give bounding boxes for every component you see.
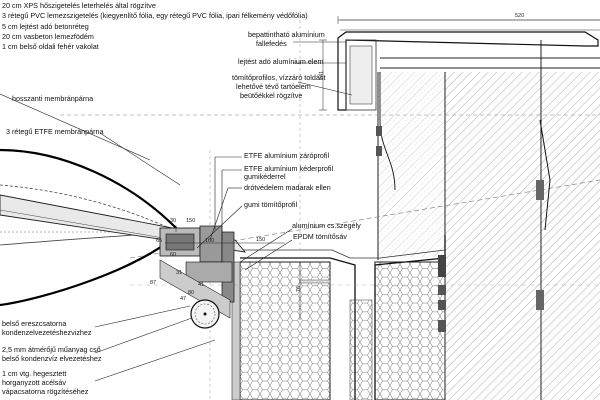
label-pipe-2: belső kondenzvíz elvezetéshez bbox=[2, 354, 102, 363]
dim-76: 76 bbox=[296, 285, 302, 292]
label-paint-1: bepattintható alumínium bbox=[248, 30, 325, 39]
dim-150b: 150 bbox=[186, 218, 196, 224]
leader-lines bbox=[0, 41, 353, 382]
layer-2: 3 rétegű PVC lemezszigetelés (kiegyenlít… bbox=[2, 11, 308, 20]
label-seal-1: tömítőprofilos, vízzáró toldást bbox=[232, 73, 326, 82]
label-steel-3: vápacsatorna rögzítéséhez bbox=[2, 387, 89, 396]
dim-31: 31 bbox=[176, 270, 183, 276]
label-steel-1: 1 cm vtg. hegesztett bbox=[2, 369, 67, 378]
dim-141: 141 bbox=[319, 70, 325, 80]
dim-60: 60 bbox=[170, 252, 177, 258]
label-membrane-long: hosszanti membránpárna bbox=[12, 94, 94, 103]
label-paint-2: fallefedés bbox=[256, 39, 287, 48]
label-pipe-1: 2,5 mm átmérőjű műanyag cső bbox=[2, 345, 101, 354]
label-bird: drótvédelem madarak ellen bbox=[244, 183, 331, 192]
dim-150: 150 bbox=[256, 237, 266, 243]
insulation-mid bbox=[349, 299, 373, 400]
wall-concrete bbox=[445, 72, 600, 400]
label-etfe-keder-1: ETFE alumínium kéderprofil bbox=[244, 164, 334, 173]
cap-flashing bbox=[337, 31, 599, 111]
label-steel-2: horganyzott acélsáv bbox=[2, 378, 66, 387]
valley-gutter bbox=[240, 235, 446, 400]
wall-insulation-upper bbox=[378, 72, 445, 257]
drain-pipe bbox=[190, 299, 220, 329]
label-etfe-clamp: ETFE alumínium záróprofil bbox=[244, 151, 330, 160]
insulation-right bbox=[374, 261, 446, 400]
dim-30: 30 bbox=[170, 218, 177, 224]
label-rubber: gumi tömítőprofil bbox=[244, 200, 298, 209]
label-gutter-1: belső ereszcsatorna bbox=[2, 319, 67, 328]
dim-87: 87 bbox=[150, 280, 157, 286]
dim-520: 520 bbox=[515, 13, 525, 19]
label-edge: alumínium cs.szegély bbox=[292, 221, 361, 230]
label-gutter-2: kondenzelvezetéshezvizhez bbox=[2, 328, 92, 337]
dim-80: 80 bbox=[188, 290, 195, 296]
label-epdm: EPDM tömítősáv bbox=[293, 232, 347, 241]
layer-5: 1 cm belső oldali fehér vakolat bbox=[2, 42, 99, 51]
dim-47: 47 bbox=[180, 296, 187, 302]
label-seal-2: lehetővé tévő tartóelem bbox=[236, 82, 311, 91]
dim-65: 65 bbox=[156, 238, 163, 244]
dim-160: 160 bbox=[205, 238, 215, 244]
label-etfe-3: 3 rétegű ETFE membránpárna bbox=[6, 127, 104, 136]
layer-4: 20 cm vasbeton lemezfödém bbox=[2, 32, 94, 41]
layer-3: 5 cm lejtést adó betonréteg bbox=[2, 22, 89, 31]
label-seal-3: beütőékkel rögzítve bbox=[240, 91, 303, 100]
label-slope: lejtést adó alumínium elem bbox=[238, 57, 324, 66]
dim-41: 41 bbox=[198, 282, 205, 288]
layer-1: 20 cm XPS hőszigetelés leterhelés által … bbox=[2, 1, 156, 10]
label-etfe-keder-2: gumikéderrel bbox=[244, 172, 286, 181]
